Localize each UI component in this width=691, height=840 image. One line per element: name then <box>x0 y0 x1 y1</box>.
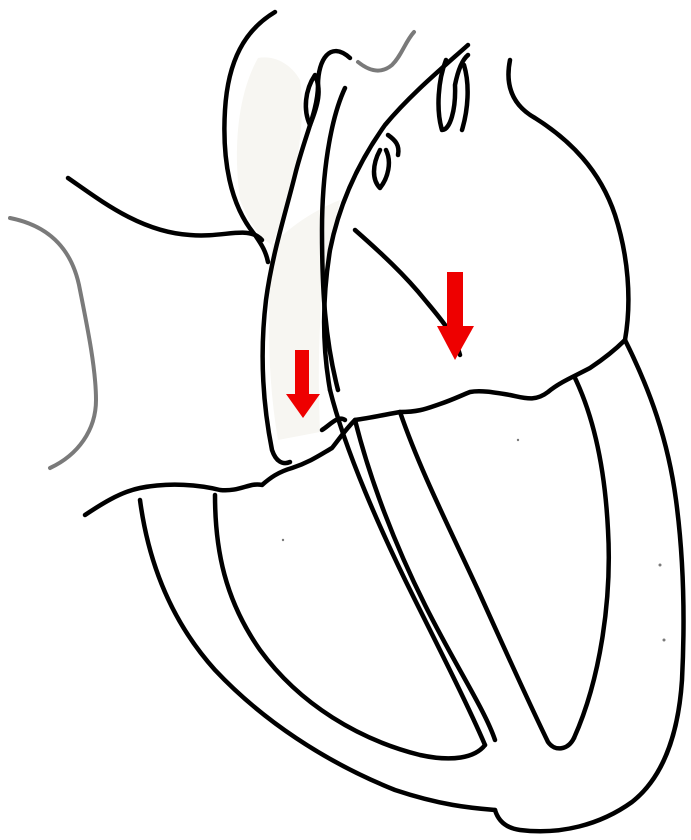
arrow-shaft <box>447 272 463 328</box>
arrow-shaft <box>295 350 309 396</box>
